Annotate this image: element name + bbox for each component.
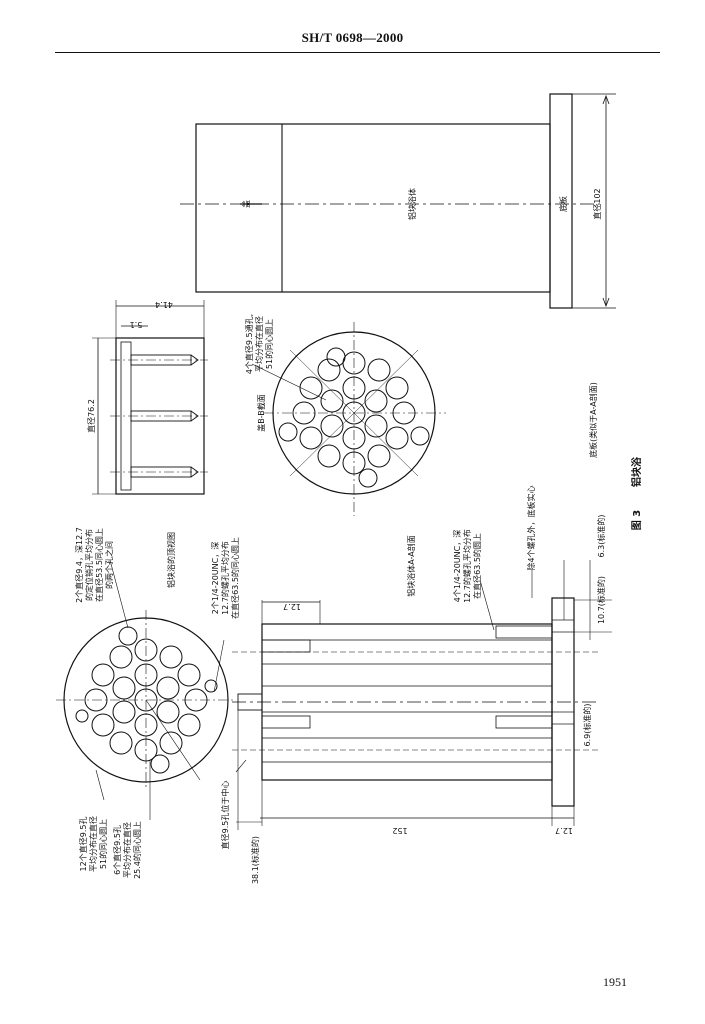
cover-side-section bbox=[92, 300, 208, 495]
dim-38-1: 38.1(标准的) bbox=[250, 836, 260, 884]
center-hole-note: 直径9.5孔位于中心 bbox=[220, 781, 230, 850]
block-note-2: 12.7的螺孔平均分布 bbox=[462, 529, 472, 603]
cover-view-title: 盖B-B截面 bbox=[256, 394, 266, 432]
pin-note-3: 在直径53.5同心圆上 bbox=[94, 528, 104, 602]
unc-note-2: 12.7的螺孔平均分布 bbox=[220, 541, 230, 615]
unc-note-1: 2个1/4-20UNC，深 bbox=[211, 542, 220, 614]
dim-5-1: 5.1 bbox=[130, 320, 143, 329]
holes-12-note-2: 平均分布在直径 bbox=[88, 816, 98, 872]
dim-12-7-bottom: 12.7 bbox=[555, 826, 573, 835]
dim-152: 152 bbox=[392, 826, 407, 835]
block-note-1: 4个1/4-20UNC，深 bbox=[453, 530, 462, 602]
pin-note-2: 的定位销孔平均分布 bbox=[84, 529, 94, 601]
dim-6-9: 6.9(标准的) bbox=[582, 704, 592, 747]
unc-note-3: 在直径63.5的同心圆上 bbox=[230, 537, 240, 619]
label-cover: 盖 bbox=[241, 200, 251, 208]
base-plate-note: 底板(类似于A-A剖面) bbox=[588, 382, 598, 458]
holes-12-note-1: 12个直径9.5孔 bbox=[78, 817, 88, 872]
assembly-labels: 盖 铝块浴体 底板 直径102 bbox=[241, 188, 602, 220]
assembly-side-view bbox=[180, 93, 616, 309]
cover-holes-note-1: 4个直径9.5通孔, bbox=[244, 314, 254, 374]
cover-view-labels: 盖B-B截面 4个直径9.5通孔, 平均分布在直径 51的同心圆上 bbox=[244, 314, 274, 432]
block-aa-section bbox=[232, 560, 612, 830]
standard-number: SH/T 0698—2000 bbox=[301, 30, 404, 45]
label-base-diameter: 直径102 bbox=[592, 188, 602, 219]
holes-6-note-3: 25.4的同心圆上 bbox=[132, 821, 142, 879]
dim-6-3: 6.3(标准的) bbox=[596, 515, 606, 558]
cover-holes-note-3: 51的同心圆上 bbox=[264, 319, 274, 369]
holes-12-note-3: 51的同心圆上 bbox=[98, 819, 108, 869]
pin-note-1: 2个直径9.4，深12.7 bbox=[74, 527, 84, 603]
block-note-4: 除4个螺孔外，底板实心 bbox=[526, 485, 536, 570]
page-number: 1951 bbox=[603, 975, 627, 989]
block-section-title: 铝块浴体A-A剖面 bbox=[406, 535, 416, 596]
page-header: SH/T 0698—2000 bbox=[0, 30, 705, 60]
cover-bb-section bbox=[251, 322, 446, 516]
dim-12-7-top: 12.7 bbox=[283, 602, 301, 611]
cover-holes-note-2: 平均分布在直径 bbox=[254, 316, 264, 372]
label-base-plate: 底板 bbox=[558, 196, 568, 212]
top-view-title: 铝块浴的顶视图 bbox=[166, 532, 176, 588]
caption-number: 图 3 bbox=[631, 510, 643, 530]
label-block-body: 铝块浴体 bbox=[407, 188, 417, 220]
block-section-labels: 铝块浴体A-A剖面 4个1/4-20UNC，深 12.7的螺孔平均分布 在直径6… bbox=[250, 382, 606, 884]
dim-10-7: 10.7(标准的) bbox=[596, 576, 606, 624]
header-rule bbox=[55, 52, 660, 53]
pin-note-4: 的两个孔之间 bbox=[104, 541, 114, 589]
caption-title: 铝块浴 bbox=[630, 456, 643, 487]
dim-41: 41.4 bbox=[155, 300, 173, 309]
dim-diameter-76: 直径76.2 bbox=[86, 399, 96, 433]
top-view-circle bbox=[56, 559, 236, 820]
top-view-labels: 铝块浴的顶视图 2个直径9.4，深12.7 的定位销孔平均分布 在直径53.5同… bbox=[74, 527, 240, 879]
holes-6-note-1: 6个直径9.5孔 bbox=[112, 825, 122, 875]
figure-caption: 图 3 铝块浴 bbox=[630, 456, 643, 530]
holes-6-note-2: 平均分布在直径 bbox=[122, 822, 132, 878]
side-section-labels: 直径76.2 41.4 5.1 bbox=[86, 300, 173, 433]
block-note-3: 在直径63.5的圆上 bbox=[472, 533, 482, 599]
